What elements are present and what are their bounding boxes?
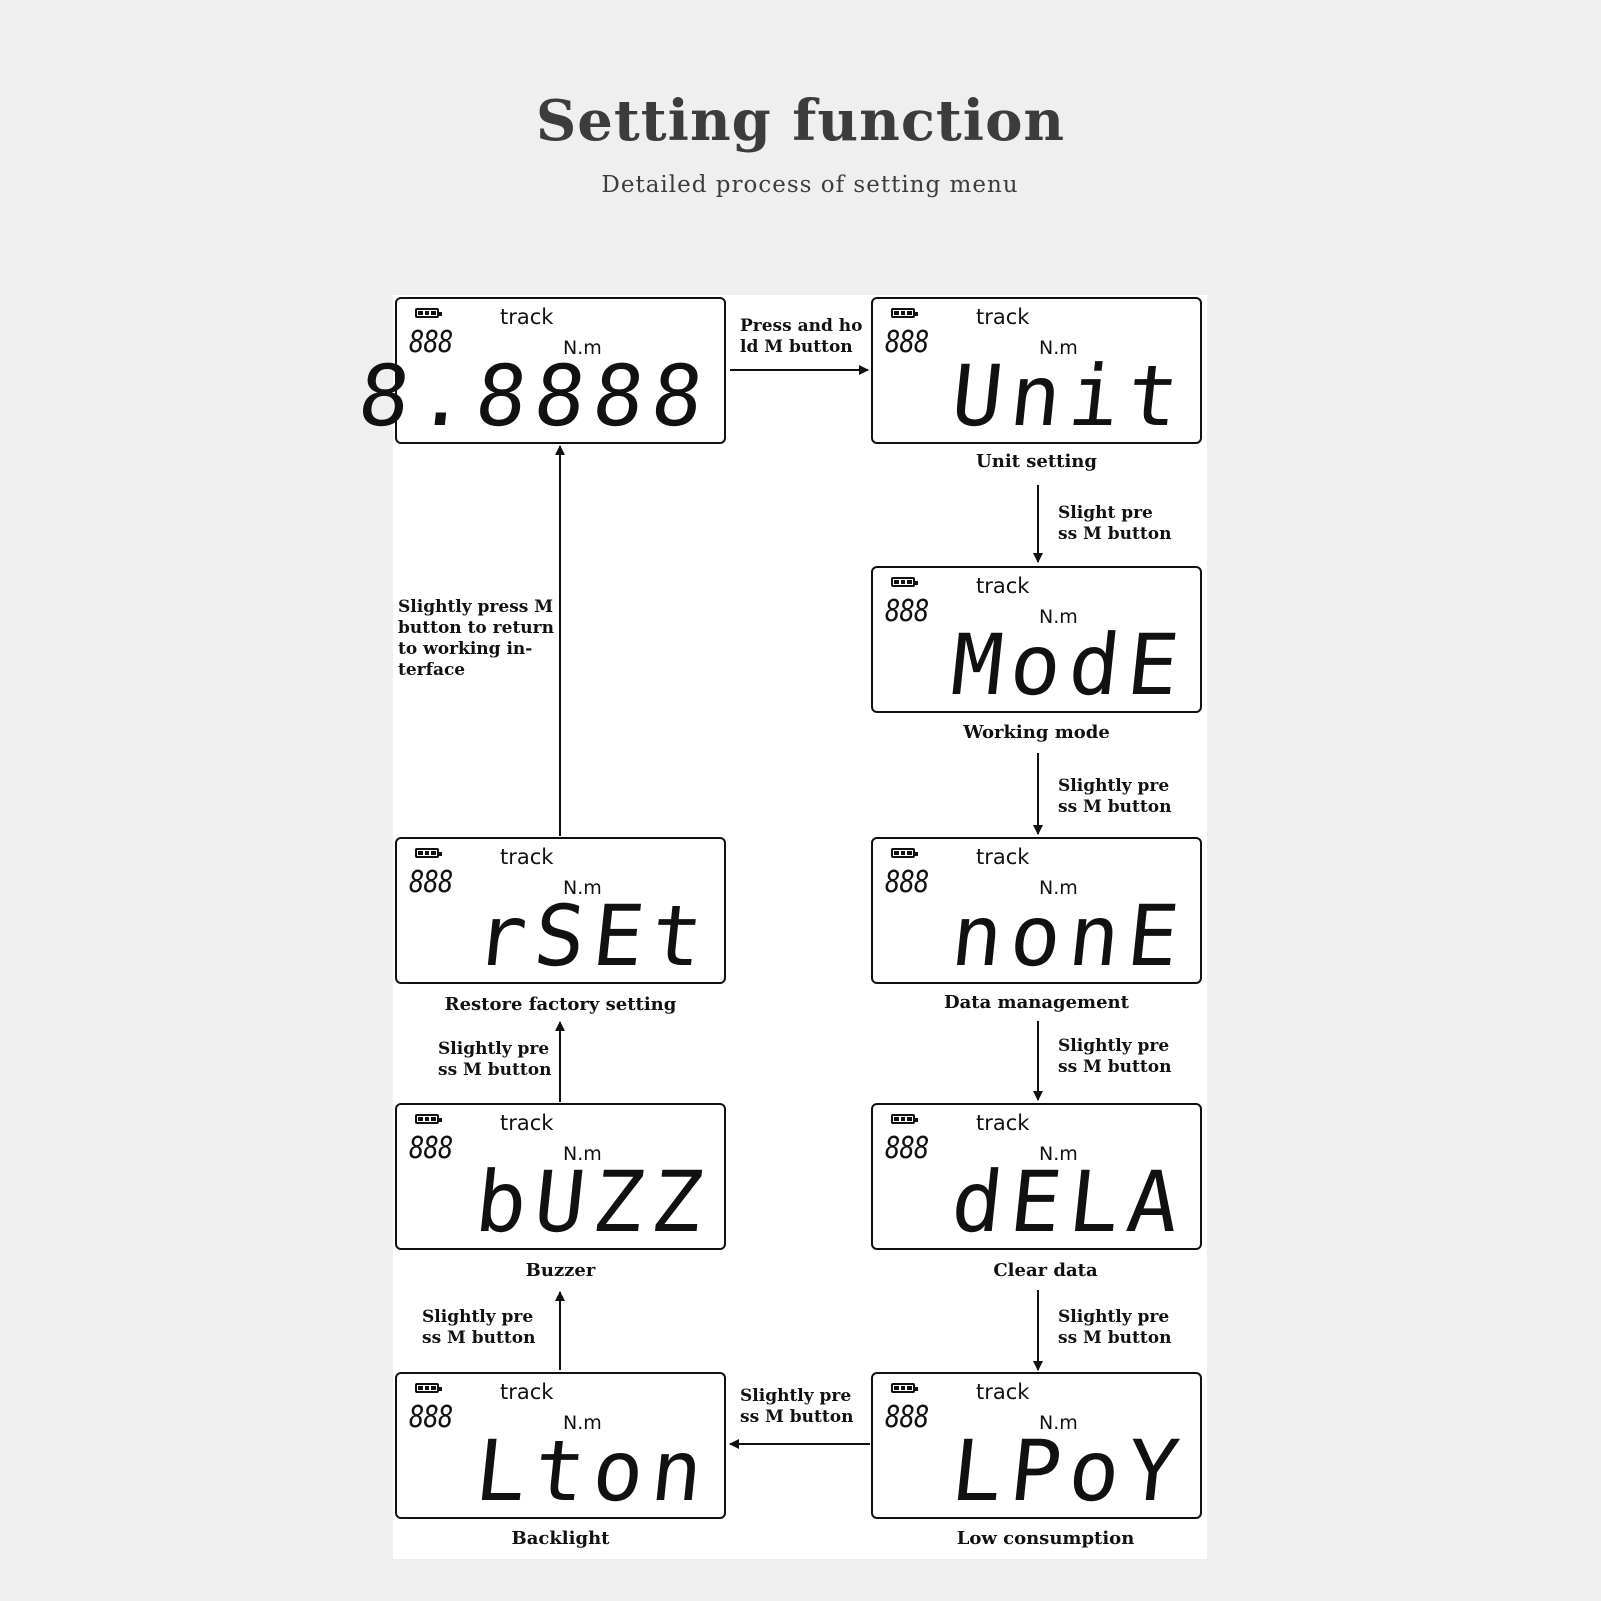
lcd-display-text: ModE <box>946 616 1192 714</box>
lcd-small-digits: 888 <box>409 1131 453 1166</box>
note-buzz-to-rset: Slightly pre ss M button <box>438 1039 551 1081</box>
lcd-lpoy: 888 track N.m LPoY <box>871 1372 1202 1520</box>
lcd-dela: 888 track N.m dELA <box>871 1103 1202 1251</box>
note-lton-to-buzz: Slightly pre ss M button <box>422 1307 535 1349</box>
lcd-display-text: 8.8888 <box>353 347 716 445</box>
caption-rset: Restore factory setting <box>444 994 677 1015</box>
lcd-lton: 888 track N.m Lton <box>395 1372 726 1520</box>
caption-mode: Working mode <box>963 722 1110 743</box>
lcd-track-label: track <box>976 845 1030 869</box>
caption-none: Data management <box>944 992 1129 1013</box>
lcd-track-label: track <box>500 1380 554 1404</box>
note-line: button to return <box>398 618 554 638</box>
lcd-none: 888 track N.m nonE <box>871 837 1202 985</box>
note-press-hold: Press and ho ld M button <box>740 316 863 358</box>
page-title: Setting function <box>535 88 1066 154</box>
lcd-track-label: track <box>500 1111 554 1135</box>
lcd-unit-label: N.m <box>1039 877 1078 899</box>
battery-icon <box>415 1114 442 1124</box>
battery-icon <box>891 308 918 318</box>
note-none-to-dela: Slightly pre ss M button <box>1058 1036 1171 1078</box>
note-line: ss M button <box>1058 1057 1172 1077</box>
lcd-display-text: nonE <box>946 887 1192 985</box>
battery-icon <box>415 308 442 318</box>
caption-dela: Clear data <box>993 1260 1098 1281</box>
note-line: terface <box>398 660 466 680</box>
lcd-display-text: dELA <box>946 1153 1192 1251</box>
lcd-display-text: bUZZ <box>470 1153 716 1251</box>
lcd-unit: 888 track N.m Unit <box>871 297 1202 445</box>
lcd-small-digits: 888 <box>885 1131 929 1166</box>
note-line: Slightly press M <box>398 597 554 617</box>
note-line: ld M button <box>740 337 853 357</box>
note-line: Slightly pre <box>740 1386 852 1406</box>
lcd-display-text: Unit <box>946 347 1192 445</box>
lcd-small-digits: 888 <box>409 1400 453 1435</box>
battery-icon <box>415 848 442 858</box>
note-line: Slight pre <box>1058 503 1153 523</box>
lcd-unit-label: N.m <box>1039 1412 1078 1434</box>
note-line: ss M button <box>1058 1328 1172 1348</box>
page-subtitle: Detailed process of setting menu <box>601 172 1019 198</box>
lcd-small-digits: 888 <box>409 325 453 360</box>
lcd-unit-label: N.m <box>563 877 602 899</box>
lcd-unit-label: N.m <box>1039 1143 1078 1165</box>
note-line: Slightly pre <box>438 1039 550 1059</box>
lcd-unit-label: N.m <box>563 1143 602 1165</box>
lcd-rset: 888 track N.m rSEt <box>395 837 726 985</box>
lcd-small-digits: 888 <box>885 594 929 629</box>
lcd-display-text: LPoY <box>946 1422 1192 1520</box>
lcd-track-label: track <box>500 305 554 329</box>
lcd-unit-label: N.m <box>563 337 602 359</box>
battery-icon <box>891 1114 918 1124</box>
lcd-small-digits: 888 <box>885 1400 929 1435</box>
lcd-display-text: Lton <box>470 1422 716 1520</box>
lcd-track-label: track <box>976 1380 1030 1404</box>
lcd-mode: 888 track N.m ModE <box>871 566 1202 714</box>
note-line: ss M button <box>1058 797 1172 817</box>
caption-unit: Unit setting <box>976 451 1097 472</box>
note-lpoy-to-lton: Slightly pre ss M button <box>740 1386 853 1428</box>
lcd-unit-label: N.m <box>1039 606 1078 628</box>
battery-icon <box>415 1383 442 1393</box>
note-line: Slightly pre <box>1058 1307 1170 1327</box>
lcd-small-digits: 888 <box>885 865 929 900</box>
note-dela-to-lpoy: Slightly pre ss M button <box>1058 1307 1171 1349</box>
lcd-track-label: track <box>500 845 554 869</box>
lcd-buzz: 888 track N.m bUZZ <box>395 1103 726 1251</box>
battery-icon <box>891 848 918 858</box>
note-line: Slightly pre <box>1058 1036 1170 1056</box>
note-line: Press and ho <box>740 316 863 336</box>
caption-buzz: Buzzer <box>525 1260 596 1281</box>
note-mode-to-none: Slightly pre ss M button <box>1058 776 1171 818</box>
note-line: to working in- <box>398 639 533 659</box>
note-line: ss M button <box>438 1060 552 1080</box>
note-line: ss M button <box>1058 524 1172 544</box>
lcd-display-text: rSEt <box>470 887 716 985</box>
note-line: Slightly pre <box>422 1307 534 1327</box>
caption-lpoy: Low consumption <box>956 1528 1135 1549</box>
note-line: ss M button <box>740 1407 854 1427</box>
note-line: ss M button <box>422 1328 536 1348</box>
lcd-small-digits: 888 <box>409 865 453 900</box>
note-unit-to-mode: Slight pre ss M button <box>1058 503 1171 545</box>
lcd-track-label: track <box>976 574 1030 598</box>
battery-icon <box>891 577 918 587</box>
lcd-track-label: track <box>976 305 1030 329</box>
note-line: Slightly pre <box>1058 776 1170 796</box>
battery-icon <box>891 1383 918 1393</box>
note-return: Slightly press M button to return to wor… <box>398 597 554 681</box>
lcd-main: 888 track N.m 8.8888 <box>353 297 726 445</box>
lcd-unit-label: N.m <box>1039 337 1078 359</box>
lcd-unit-label: N.m <box>563 1412 602 1434</box>
lcd-track-label: track <box>976 1111 1030 1135</box>
lcd-small-digits: 888 <box>885 325 929 360</box>
caption-lton: Backlight <box>511 1528 610 1549</box>
